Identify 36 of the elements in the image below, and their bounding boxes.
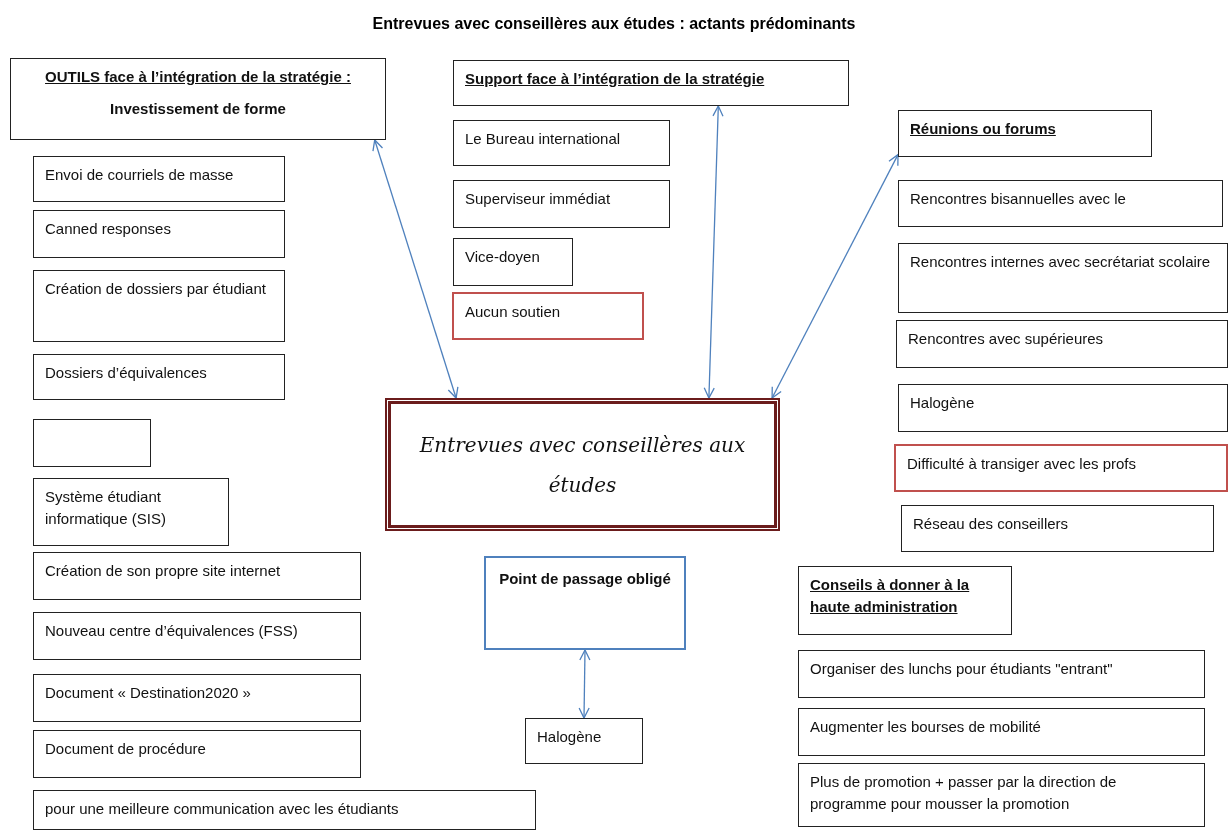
- double-arrow: [703, 105, 724, 399]
- key-box: Point de passage obligé: [484, 556, 686, 650]
- empty-box: [33, 419, 151, 467]
- item-box: Canned responses: [33, 210, 285, 258]
- item-box: Le Bureau international: [453, 120, 670, 166]
- item-box: Nouveau centre d’équivalences (FSS): [33, 612, 361, 660]
- heading-box: Réunions ou forums: [898, 110, 1152, 157]
- item-box: Halogène: [525, 718, 643, 764]
- item-box: Création de dossiers par étudiant: [33, 270, 285, 342]
- item-box: pour une meilleure communication avec les étudiants: [33, 790, 536, 830]
- item-box: Document de procédure: [33, 730, 361, 778]
- item-box: Plus de promotion + passer par la direction de programme pour mousser la promotion: [798, 763, 1205, 827]
- heading-box: Conseils à donner à la haute administration: [798, 566, 1012, 635]
- item-box: Envoi de courriels de masse: [33, 156, 285, 202]
- item-box: Système étudiant informatique (SIS): [33, 478, 229, 546]
- item-box: Réseau des conseillers: [901, 505, 1214, 552]
- item-box: Dossiers d’équivalences: [33, 354, 285, 400]
- highlight-box: Aucun soutien: [452, 292, 644, 340]
- item-box: Document « Destination2020 »: [33, 674, 361, 722]
- item-box: Augmenter les bourses de mobilité: [798, 708, 1205, 756]
- item-box: Halogène: [898, 384, 1228, 432]
- item-box: Rencontres internes avec secrétariat scolaire: [898, 243, 1228, 313]
- item-box: Vice-doyen: [453, 238, 573, 286]
- item-box: Organiser des lunchs pour étudiants "entrant": [798, 650, 1205, 698]
- double-arrow: [578, 649, 591, 719]
- heading-box: Support face à l’intégration de la stratégie: [453, 60, 849, 106]
- heading-box: OUTILS face à l’intégration de la stratégie : Investissement de forme: [10, 58, 386, 140]
- highlight-box: Difficulté à transiger avec les profs: [894, 444, 1228, 492]
- item-box: Rencontres avec supérieures: [896, 320, 1228, 368]
- double-arrow: [372, 139, 459, 399]
- item-box: Création de son propre site internet: [33, 552, 361, 600]
- item-box: Superviseur immédiat: [453, 180, 670, 228]
- central-box: Entrevues avec conseillères aux études: [385, 398, 780, 531]
- diagram-title: Entrevues avec conseillères aux études : actants prédominants: [371, 15, 857, 33]
- double-arrow: [771, 154, 899, 399]
- item-box: Rencontres bisannuelles avec le: [898, 180, 1223, 227]
